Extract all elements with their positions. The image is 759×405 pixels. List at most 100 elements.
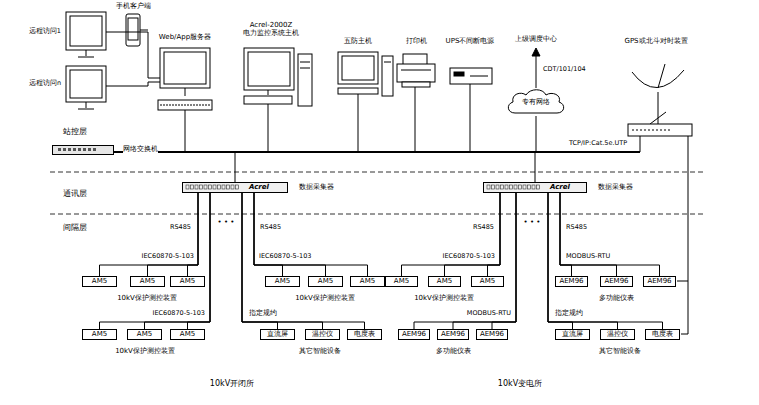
node-label: 温控仪 <box>607 331 628 338</box>
port <box>218 185 221 189</box>
port <box>227 185 230 189</box>
port <box>186 185 189 189</box>
host-icon <box>244 48 312 106</box>
meter-device: AEM96 <box>476 329 508 340</box>
link-line <box>415 87 416 152</box>
port <box>191 185 194 189</box>
node-label: 网络交换机 <box>123 146 158 153</box>
node-label: AM5 <box>92 278 107 285</box>
port <box>58 148 61 151</box>
bus-connector <box>488 193 501 276</box>
port <box>68 148 71 151</box>
protection-device: AM5 <box>471 276 504 287</box>
bus-connector <box>414 193 516 329</box>
link-line <box>185 110 186 152</box>
device-label: Acrel-2000Z 电力监控系统主机 <box>237 22 305 37</box>
monitor-icon <box>66 12 106 57</box>
collector-ports <box>183 182 243 193</box>
smart-device: 电度表 <box>645 329 680 340</box>
node-label: AEM96 <box>441 331 465 338</box>
protection-device: AM5 <box>385 276 418 287</box>
meter-device: AEM96 <box>643 276 676 287</box>
link-line <box>358 94 359 152</box>
ups-icon <box>450 68 492 84</box>
link-line <box>106 82 160 86</box>
level-label: 间隔层 <box>62 224 88 233</box>
smart-device: 直流屏 <box>555 329 590 340</box>
port <box>532 185 535 189</box>
bus-connector <box>560 193 617 276</box>
protocol-label: IEC60870-5-103 <box>141 253 195 260</box>
port <box>514 185 517 189</box>
region-label: 10kV变电所 <box>497 380 543 389</box>
group-caption: 多功能仪表 <box>435 348 472 356</box>
bus-connector <box>548 193 573 329</box>
port-label: RS485 <box>169 224 192 231</box>
meter-device: AEM96 <box>600 276 633 287</box>
node-label: AM5 <box>360 278 375 285</box>
link-line <box>268 104 269 152</box>
port-label: RS485 <box>472 224 495 231</box>
server-icon <box>158 48 212 110</box>
device-label: 手机客户端 <box>115 3 152 11</box>
port <box>236 185 239 189</box>
port <box>78 148 81 151</box>
node-label: AEM96 <box>402 331 426 338</box>
bus-connector <box>145 193 211 329</box>
protocol-label: IEC60870-5-103 <box>442 253 496 260</box>
port <box>505 185 508 189</box>
network-bus <box>114 151 640 153</box>
protection-device: AM5 <box>170 329 205 340</box>
brand-logo: Acrel <box>249 184 269 191</box>
node-label: AM5 <box>318 278 333 285</box>
bus-connector <box>254 193 326 276</box>
port <box>537 185 540 189</box>
smart-device: 电度表 <box>347 329 382 340</box>
node-label: AEM96 <box>480 331 504 338</box>
cloud-shape <box>508 90 563 113</box>
ellipsis-mark: • • • <box>523 219 542 227</box>
port <box>63 148 66 151</box>
node-label: AM5 <box>140 278 155 285</box>
bus-connector <box>548 193 663 329</box>
bus-connector <box>254 193 368 276</box>
protection-device: AM5 <box>308 276 343 287</box>
level-divider <box>50 214 705 215</box>
port <box>88 148 91 151</box>
ellipsis-mark: • • • <box>217 219 236 227</box>
bus-connector <box>560 193 660 276</box>
time-sync-line <box>681 136 688 334</box>
protection-device: AM5 <box>82 276 117 287</box>
link-line <box>640 136 641 152</box>
protection-device: AM5 <box>350 276 385 287</box>
meter-device: AEM96 <box>437 329 469 340</box>
link-line <box>536 116 537 152</box>
port <box>93 148 96 151</box>
node-label: AEM96 <box>604 278 628 285</box>
protection-device: AM5 <box>130 276 165 287</box>
node-label: 温控仪 <box>312 331 333 338</box>
group-caption: 10kV保护测控装置 <box>294 295 356 303</box>
port <box>209 185 212 189</box>
protocol-label: CDT/101/104 <box>542 66 587 73</box>
port <box>510 185 513 189</box>
gps-antenna <box>628 64 692 136</box>
node-label: 直流屏 <box>562 331 583 338</box>
node-label: AM5 <box>137 331 152 338</box>
network-switch: 网络交换机 <box>52 145 114 155</box>
region-label: 10kV开闭所 <box>209 380 255 389</box>
protection-device: AM5 <box>265 276 300 287</box>
protocol-label: IEC60870-5-103 <box>152 310 206 317</box>
node-label: AM5 <box>180 278 195 285</box>
protection-device: AM5 <box>428 276 461 287</box>
device-label: UPS不间断电源 <box>445 38 496 46</box>
device-label: 打印机 <box>405 38 428 46</box>
monitor-icon <box>66 66 106 109</box>
data-collector: Acrel数据采集器 <box>483 182 587 193</box>
port <box>73 148 76 151</box>
meter-device: AEM96 <box>555 276 588 287</box>
level-label: 站控层 <box>62 128 88 137</box>
node-label: 电度表 <box>652 331 673 338</box>
bus-connector <box>242 193 323 329</box>
